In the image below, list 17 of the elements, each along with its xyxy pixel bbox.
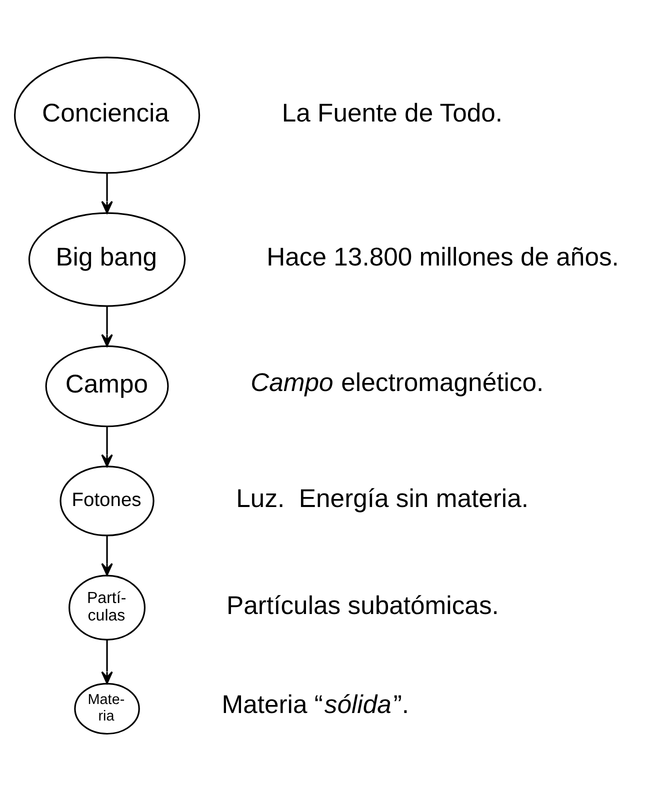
arrow [101,535,113,576]
node-ellipse: Partí- culas [68,574,146,640]
arrow [101,640,113,684]
arrow [101,172,113,214]
node-ellipse: Big bang [28,212,186,306]
node-ellipse: Mate- ria [74,682,140,734]
node-label: Luz. Energía sin materia. [236,484,529,513]
node-label: Materia “sólida”. [222,690,410,719]
node-label: Partículas subatómicas. [226,591,499,620]
node-label: Hace 13.800 millones de años. [266,243,619,272]
node-ellipse: Campo [45,344,169,427]
arrow [101,426,113,466]
node-ellipse: Fotones [60,465,154,536]
node-label: Campo electromagnético. [250,368,544,396]
node-ellipse: Conciencia [14,56,200,174]
arrow [101,306,113,346]
node-label: La Fuente de Todo. [282,98,503,127]
